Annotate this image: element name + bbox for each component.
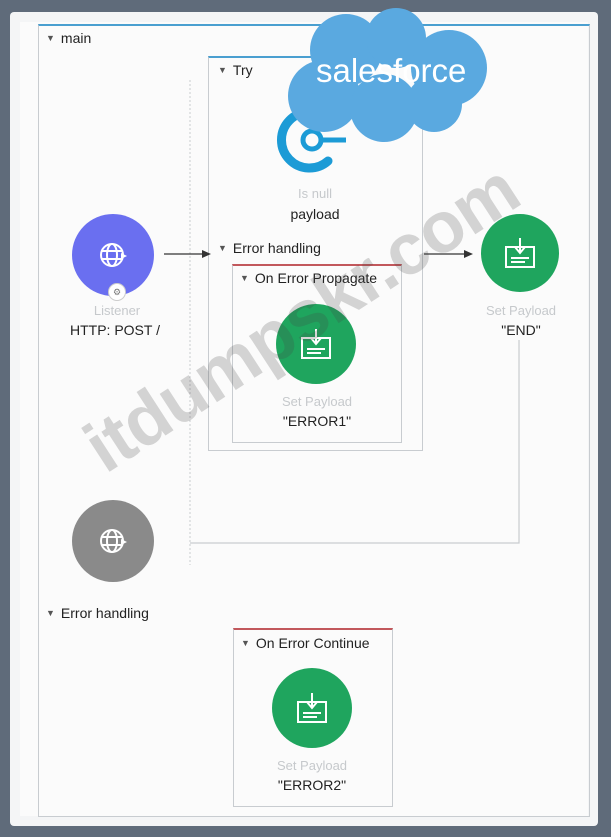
collapse-triangle-icon[interactable]: ▼ (218, 243, 227, 253)
globe-icon (100, 243, 127, 267)
set-payload-icon (505, 238, 535, 268)
error-source-node[interactable] (72, 500, 154, 582)
listener-badge-icon: ⚙ (108, 283, 126, 301)
on-error-continue-scope[interactable] (233, 628, 393, 807)
on-error-continue-title[interactable]: ▼On Error Continue (241, 635, 370, 651)
on-error-propagate-title[interactable]: ▼On Error Propagate (240, 270, 378, 286)
main-flow-title[interactable]: ▼main (46, 30, 92, 46)
collapse-triangle-icon[interactable]: ▼ (241, 638, 250, 648)
globe-icon (100, 529, 127, 553)
collapse-triangle-icon[interactable]: ▼ (46, 33, 55, 43)
set-payload-error1-type-label: Set Payload (281, 394, 353, 409)
main-flow-scope[interactable] (38, 24, 590, 817)
set-payload-end-node[interactable] (481, 214, 559, 292)
flow-error-handling-title[interactable]: ▼Error handling (46, 605, 149, 621)
set-payload-error1-name-label: "ERROR1" (282, 413, 352, 429)
listener-name-label: HTTP: POST / (70, 322, 160, 338)
listener-type-label: Listener (93, 303, 141, 318)
set-payload-error1-node[interactable] (276, 304, 356, 384)
is-null-type-label: Is null (298, 186, 332, 201)
set-payload-end-type-label: Set Payload (485, 303, 557, 318)
set-payload-icon (301, 329, 331, 359)
salesforce-logo-icon (288, 8, 487, 142)
is-null-name-label: payload (290, 206, 340, 222)
set-payload-icon (297, 693, 327, 723)
collapse-triangle-icon[interactable]: ▼ (46, 608, 55, 618)
set-payload-error2-name-label: "ERROR2" (277, 777, 347, 793)
collapse-triangle-icon[interactable]: ▼ (218, 65, 227, 75)
set-payload-error2-type-label: Set Payload (276, 758, 348, 773)
collapse-triangle-icon[interactable]: ▼ (240, 273, 249, 283)
salesforce-logo-text: salesforce (316, 52, 467, 89)
listener-node[interactable] (72, 214, 154, 296)
try-scope-title[interactable]: ▼Try (218, 62, 253, 78)
set-payload-end-name-label: "END" (501, 322, 541, 338)
try-error-handling-title[interactable]: ▼Error handling (218, 240, 321, 256)
set-payload-error2-node[interactable] (272, 668, 352, 748)
